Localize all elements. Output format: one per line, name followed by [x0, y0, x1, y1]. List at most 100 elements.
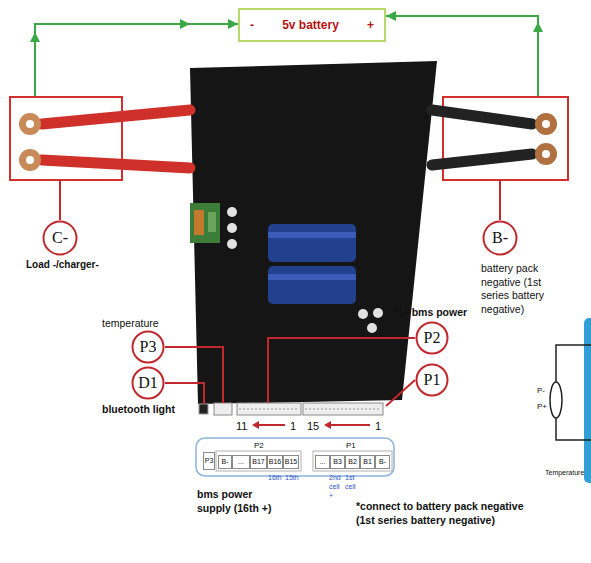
arrow-head: [30, 32, 40, 42]
pin-number: 11: [236, 419, 247, 433]
connector-p2: [237, 403, 301, 415]
leader-line: [59, 180, 61, 220]
circle-shape: [133, 368, 164, 399]
arrow-head: [533, 22, 543, 32]
leader-line: [499, 180, 501, 220]
circle-shape: [417, 365, 448, 396]
capacitor: [268, 266, 356, 304]
pin-cell: B-: [375, 455, 390, 469]
bms-board: [190, 61, 437, 415]
leader-line: [268, 338, 415, 403]
pin-cell: B15: [283, 455, 299, 469]
pin-cell: B2: [345, 455, 360, 469]
pin-cell: B16: [267, 455, 283, 469]
cell-note: 15th: [285, 474, 299, 483]
callout-circle: P3: [131, 330, 165, 364]
red-cable: [42, 110, 190, 124]
circle-shape: [417, 323, 448, 354]
capacitor: [268, 224, 356, 262]
ring-lug: [19, 149, 41, 171]
pin-cell: B1: [360, 455, 375, 469]
red-cable: [42, 160, 190, 168]
connector-name: P1: [346, 441, 356, 451]
circle-shape: [484, 222, 517, 255]
ring-hole: [26, 120, 34, 128]
cell-note: 16th: [268, 474, 282, 483]
board-component: [194, 210, 204, 235]
screw: [367, 323, 377, 333]
side-panel: [584, 318, 591, 483]
arrow-head: [180, 19, 190, 29]
circle-shape: [133, 332, 164, 363]
capacitor-shine: [268, 232, 356, 238]
connector-label: B+ bms power: [395, 306, 467, 320]
callout-circle: B-: [482, 220, 518, 256]
pin-order-arrow: [328, 424, 370, 426]
callout-letter: B-: [492, 229, 508, 247]
battery-label: 5v battery: [282, 18, 339, 32]
screw: [227, 207, 237, 217]
sensor-wire: [556, 345, 591, 382]
node-text-holder: P3: [131, 330, 165, 364]
black-cable: [432, 154, 532, 165]
screw: [227, 223, 237, 233]
board-body: [190, 61, 437, 404]
callout-letter: P3: [140, 338, 157, 356]
node-text-holder: C-: [42, 220, 78, 256]
connector-p1: [303, 403, 383, 415]
terminal-label: battery pack negative (1st series batter…: [481, 262, 566, 317]
pin-order-arrow: [256, 424, 285, 426]
pinout-group: [313, 451, 392, 471]
ring-hole: [26, 156, 34, 164]
pin-number: 1: [290, 419, 296, 433]
callout-letter: C-: [52, 229, 68, 247]
screw: [358, 309, 368, 319]
pin-cell: B-: [218, 455, 232, 469]
sensor-pin: P+: [537, 402, 547, 412]
ring-hole: [542, 150, 550, 158]
arrow-head: [252, 421, 259, 429]
leader-line: [386, 380, 415, 406]
leader-line: [165, 347, 223, 403]
connector-p3: [214, 403, 232, 415]
cell-note: 1st cell: [345, 474, 359, 492]
pin-cell: B3: [330, 455, 345, 469]
screw: [227, 239, 237, 249]
temperature-sensor: [550, 382, 562, 418]
capacitor-shine: [268, 274, 356, 280]
connector-pins: [239, 409, 299, 410]
screw: [373, 308, 383, 318]
callout-letter: D1: [138, 374, 158, 392]
bluetooth-led: [199, 404, 208, 414]
board-component: [208, 212, 216, 232]
pinout-group: [216, 451, 301, 471]
node-text-holder: P2: [415, 321, 449, 355]
battery-label: -: [250, 18, 254, 32]
callout-circle: C-: [42, 220, 78, 256]
pin-cell: ...: [315, 455, 330, 469]
black-cable: [432, 110, 532, 124]
callout-letter: P1: [424, 371, 441, 389]
connector-label: bluetooth light: [102, 403, 175, 417]
ring-lug: [535, 143, 557, 165]
pin-number: 1: [375, 419, 381, 433]
pin-cell: ...: [232, 455, 250, 469]
ring-lug: [535, 113, 557, 135]
node-text-holder: -5v battery+: [240, 10, 384, 40]
node-text-holder: B-: [482, 220, 518, 256]
sensor-wire: [556, 418, 591, 440]
sensor-label: Temperature: [545, 468, 584, 477]
callout-circle: D1: [131, 366, 165, 400]
circle-shape: [44, 222, 77, 255]
pin-cell: B17: [250, 455, 267, 469]
node-text-holder: P1: [415, 363, 449, 397]
callout-circle: P2: [415, 321, 449, 355]
pin-number: 15: [307, 419, 319, 433]
connector-label: temperature: [102, 317, 159, 331]
sensor-pin: P-: [537, 386, 545, 396]
pin-note: *connect to battery pack negative (1st s…: [356, 500, 536, 527]
connector-pins: [305, 409, 381, 410]
ring-lug: [19, 113, 41, 135]
terminal-label: Load -/charger-: [26, 258, 99, 271]
